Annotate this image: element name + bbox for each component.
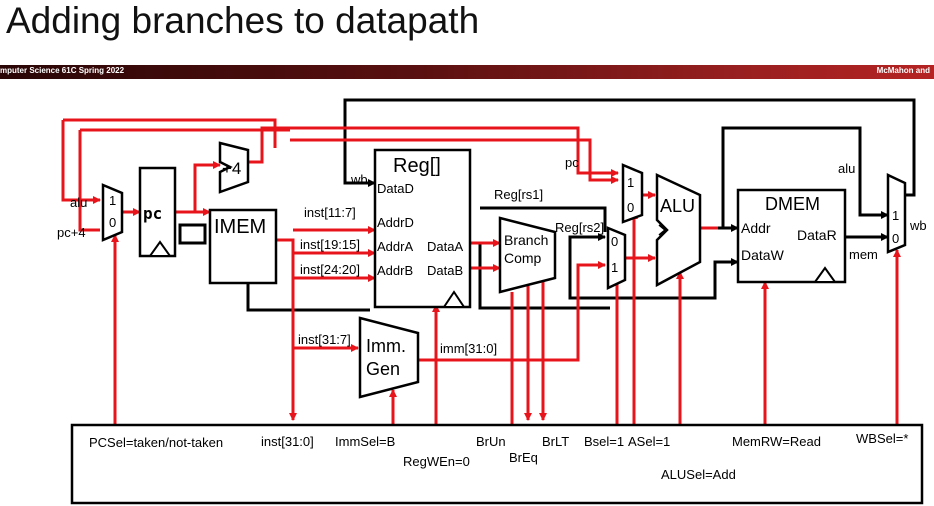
wbmux-label-0: 0 (892, 231, 899, 246)
inst-31-7-label: inst[31:7] (298, 332, 351, 347)
bsel-label: Bsel=1 (584, 434, 624, 449)
regwen-label: RegWEn=0 (403, 454, 470, 469)
pcmux-label-1: 1 (109, 193, 116, 208)
reg-port-addrd: AddrD (377, 215, 414, 230)
register-file: Reg[] DataD AddrD AddrA AddrB DataA Data… (373, 148, 472, 309)
alu-label: ALU (660, 196, 695, 216)
reg-port-addrb: AddrB (377, 263, 413, 278)
inst-bus-wire (276, 238, 297, 421)
pc-to-plus4-wire (175, 161, 221, 214)
page-title: Adding branches to datapath (6, 0, 480, 41)
pc-top-loop-wire (63, 118, 277, 148)
amux-label-0: 0 (627, 200, 634, 215)
wbsel-label: WBSel=* (856, 431, 908, 446)
rs2-to-bmux-wire (568, 233, 606, 262)
branch-comparator: Branch Comp (498, 216, 557, 294)
imem-bottom-wire (246, 283, 370, 312)
imem-block: IMEM (208, 208, 278, 285)
plus4-adder: +4 (218, 141, 250, 194)
immgen-block: Imm. Gen (358, 316, 420, 399)
dmem-port-addr: Addr (741, 220, 771, 236)
signal-labels: alu pc+4 wb inst[11:7] inst[19:15] inst[… (57, 155, 927, 356)
reg-rs2-label: Reg[rs2] (555, 220, 604, 235)
a-mux: 1 0 (621, 163, 644, 224)
reg-port-datad: DataD (377, 181, 414, 196)
imm-label: imm[31:0] (440, 341, 497, 356)
plus4-label: +4 (222, 159, 241, 178)
amux-label-1: 1 (627, 175, 634, 190)
pcsel-label: PCSel=taken/not-taken (89, 435, 223, 450)
inst-24-20-label: inst[24:20] (300, 262, 360, 277)
brlt-label: BrLT (542, 434, 569, 449)
reg-rs1-label: Reg[rs1] (494, 187, 543, 202)
reg-port-dataa: DataA (427, 239, 463, 254)
inactive-wires (178, 98, 916, 312)
pc-label: pc (143, 204, 162, 223)
dmem-label: DMEM (765, 194, 820, 214)
banner-authors: McMahon and (876, 66, 930, 75)
reg-port-addra: AddrA (377, 239, 413, 254)
reg-label: Reg[] (393, 155, 441, 177)
wb-input-label: wb (350, 172, 368, 187)
alu-input-label: alu (70, 195, 87, 210)
breq-label: BrEq (509, 450, 538, 465)
plus4-out-wire (248, 126, 619, 177)
brcomp-label-2: Comp (504, 250, 542, 266)
active-wires (61, 118, 901, 425)
control-logic-box: PCSel=taken/not-taken inst[31:0] ImmSel=… (70, 423, 924, 505)
imm-to-bmux-wire (418, 261, 606, 362)
pc-to-amux-wire (290, 138, 619, 184)
pc-signal-label: pc (565, 155, 579, 170)
wb-mux: 1 0 (886, 173, 907, 254)
dmem-block: DMEM Addr DataW DataR (736, 188, 847, 284)
alu-block: ALU (655, 173, 702, 288)
mem-signal-label: mem (849, 247, 878, 262)
alu-signal-label: alu (838, 161, 855, 176)
rs1-frame-wire (480, 206, 607, 232)
alu-loop-wire (61, 120, 101, 204)
course-banner: mputer Science 61C Spring 2022 McMahon a… (0, 65, 934, 79)
rs2-to-dmemw-wire (568, 258, 739, 300)
pc4-input-label: pc+4 (57, 225, 86, 240)
wb-output-label: wb (909, 218, 927, 233)
immgen-label-1: Imm. (366, 336, 406, 356)
asel-label: ASel=1 (628, 434, 670, 449)
memrw-label: MemRW=Read (732, 434, 821, 449)
bmux-label-1: 1 (611, 260, 618, 275)
pcplus4-to-mux-wire (78, 130, 100, 232)
inst-19-15-label: inst[19:15] (300, 237, 360, 252)
dmem-port-dataw: DataW (741, 247, 785, 263)
inst-control-label: inst[31:0] (261, 434, 314, 449)
imem-label: IMEM (214, 216, 266, 238)
immsel-label: ImmSel=B (335, 434, 395, 449)
brcomp-label-1: Branch (504, 232, 548, 248)
b-mux: 0 1 (606, 226, 627, 290)
inst-11-7-label: inst[11:7] (304, 205, 356, 220)
wb-mux-loop-wire (895, 98, 916, 197)
alusel-label: ALUSel=Add (661, 467, 736, 482)
dmem-port-datar: DataR (797, 227, 837, 243)
brun-label: BrUn (476, 434, 506, 449)
immgen-label-2: Gen (366, 359, 400, 379)
reg-port-datab: DataB (427, 263, 463, 278)
bmux-label-0: 0 (611, 234, 618, 249)
pc-register: pc (138, 166, 177, 258)
wbmux-label-1: 1 (892, 208, 899, 223)
pc-feedback-wire (178, 223, 207, 245)
banner-course-name: mputer Science 61C Spring 2022 (0, 66, 125, 75)
pc-mux: 1 0 (101, 183, 124, 242)
pcmux-label-0: 0 (109, 215, 116, 230)
